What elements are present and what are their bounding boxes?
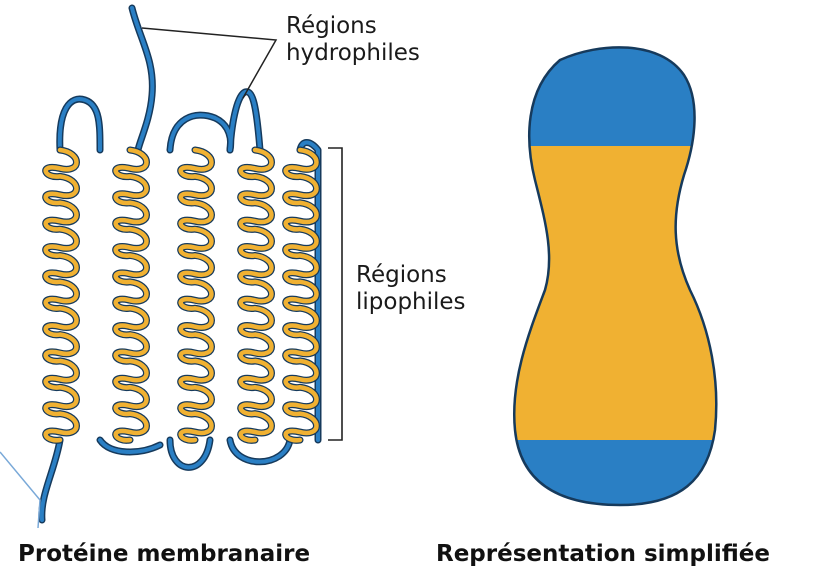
caption-simplified-representation: Représentation simplifiée [436, 541, 770, 567]
hydrophilic-label: Régions hydrophiles [286, 13, 420, 67]
lipophilic-label: Régions lipophiles [356, 262, 466, 316]
alpha-helices [46, 150, 317, 440]
lipophilic-label-line1: Régions [356, 262, 466, 289]
corner-mark [0, 452, 40, 528]
helix-3 [181, 150, 212, 440]
helix-5 [286, 150, 317, 440]
hydrophilic-label-line2: hydrophiles [286, 40, 420, 67]
lipophilic-bracket [328, 148, 342, 440]
helix-4 [241, 150, 272, 440]
caption-membrane-protein: Protéine membranaire [18, 541, 310, 567]
hydrophilic-pointer [142, 28, 276, 98]
protein-strands [42, 8, 318, 520]
helix-2 [116, 150, 147, 440]
hydrophilic-label-line1: Régions [286, 13, 420, 40]
helix-1 [46, 150, 77, 440]
lipophilic-label-line2: lipophiles [356, 289, 466, 316]
simplified-protein-shape [500, 30, 740, 520]
